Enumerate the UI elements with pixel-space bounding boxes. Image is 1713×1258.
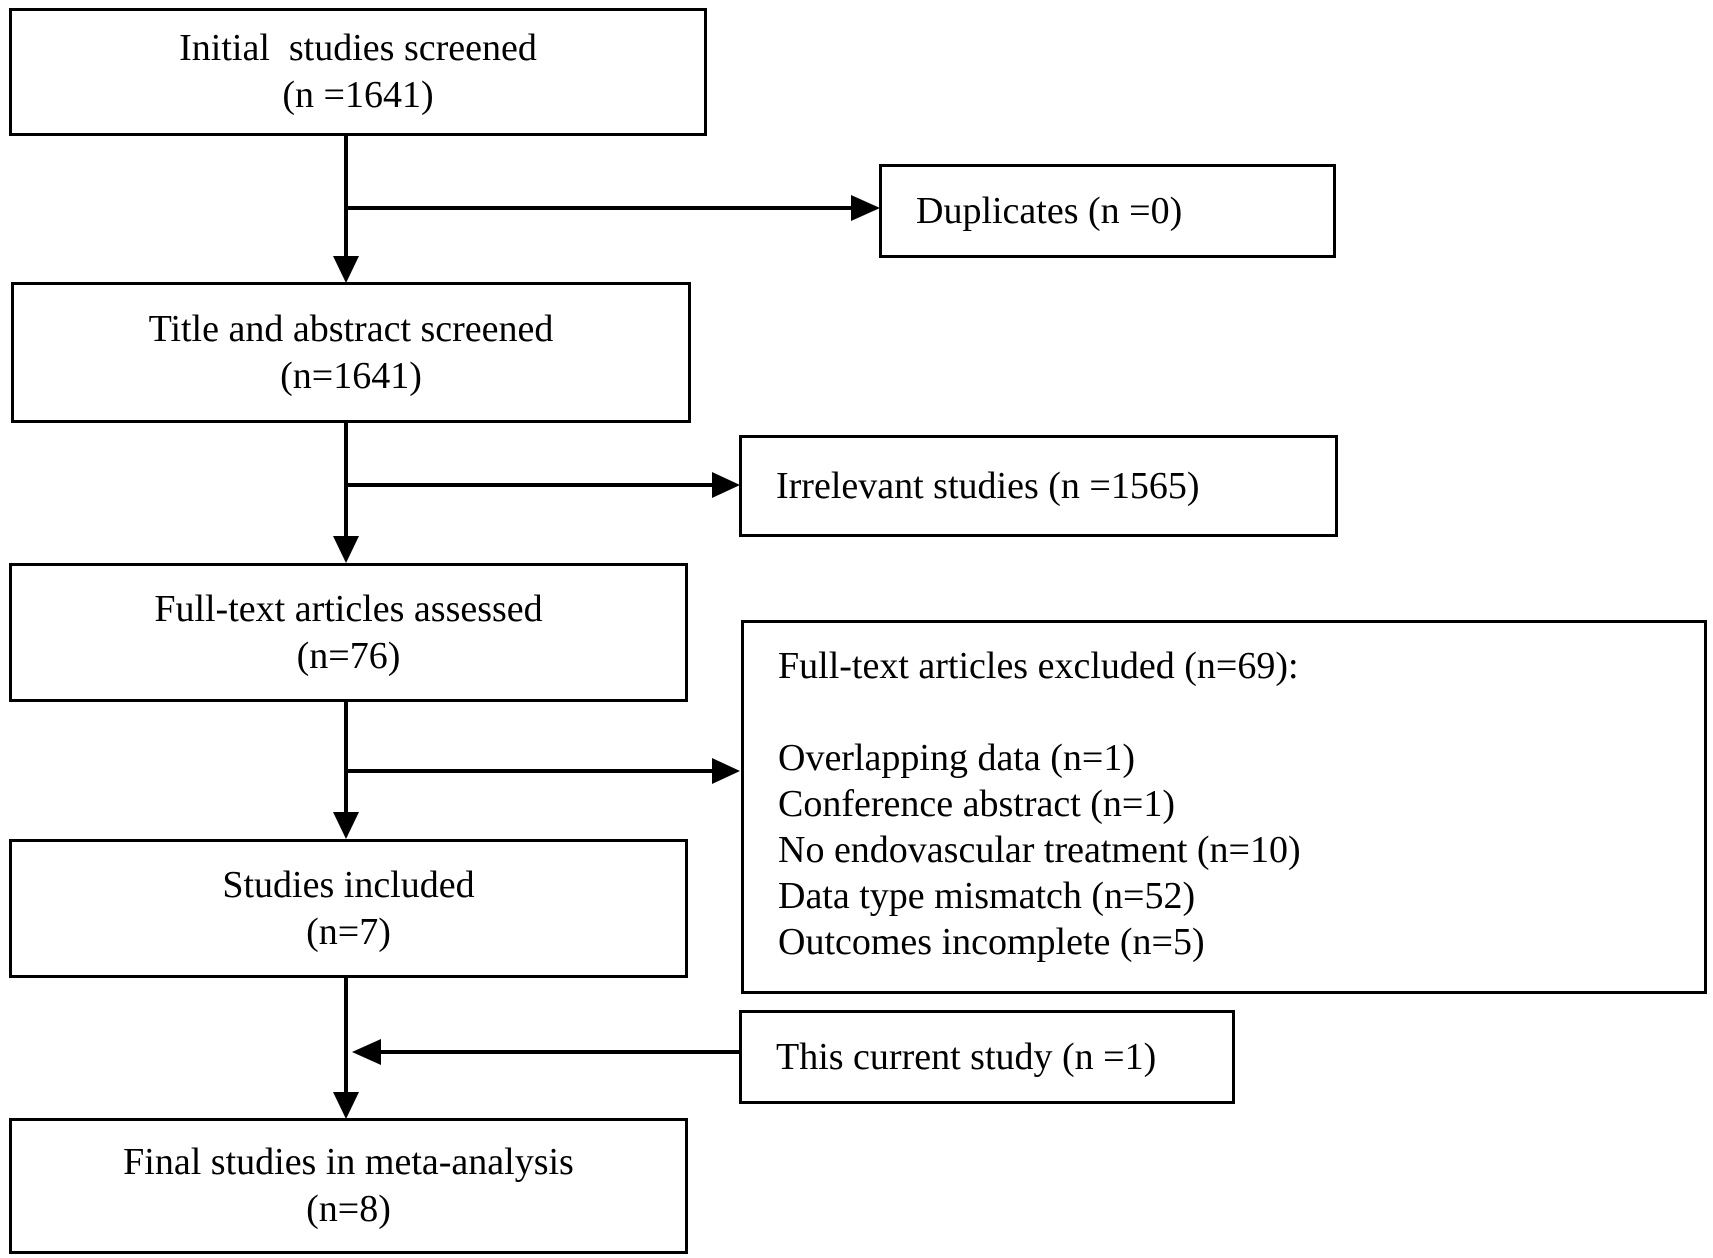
arrowhead-down-1 [333,256,359,283]
exclusion-reason: Outcomes incomplete (n=5) [778,921,1205,963]
irrelevant-studies-label: Irrelevant studies (n =1565) [776,464,1200,507]
current-study-box: This current study (n =1) [739,1010,1235,1104]
duplicates-box: Duplicates (n =0) [879,164,1336,258]
arrowhead-right-duplicates [851,195,880,221]
title-abstract-label: Title and abstract screened [148,307,554,350]
duplicates-label: Duplicates (n =0) [916,189,1183,232]
arrowhead-down-2 [333,536,359,563]
irrelevant-studies-box: Irrelevant studies (n =1565) [739,435,1338,537]
arrowhead-down-3 [333,812,359,839]
exclusion-reason: Data type mismatch (n=52) [778,875,1196,917]
arrowhead-left-current [352,1039,381,1065]
exclusion-reason: Conference abstract (n=1) [778,783,1176,825]
current-study-label: This current study (n =1) [776,1035,1157,1078]
title-abstract-box: Title and abstract screened (n=1641) [11,282,691,423]
studies-included-label: Studies included [222,863,475,906]
fulltext-assessed-label: Full-text articles assessed [154,587,543,630]
initial-studies-box: Initial studies screened (n =1641) [9,8,707,136]
initial-studies-count: (n =1641) [282,74,434,116]
initial-studies-label: Initial studies screened [179,27,537,69]
fulltext-assessed-count: (n=76) [296,634,401,677]
arrowhead-down-4 [333,1092,359,1119]
final-studies-box: Final studies in meta-analysis (n=8) [9,1118,688,1254]
exclusion-reason: No endovascular treatment (n=10) [778,829,1301,871]
fulltext-assessed-box: Full-text articles assessed (n=76) [9,563,688,702]
arrowhead-right-irrelevant [712,472,740,498]
exclusion-reason: Overlapping data (n=1) [778,737,1135,779]
title-abstract-count: (n=1641) [280,354,422,397]
studies-included-box: Studies included (n=7) [9,839,688,978]
final-studies-label: Final studies in meta-analysis [123,1141,574,1183]
fulltext-excluded-heading: Full-text articles excluded (n=69): [778,645,1299,687]
final-studies-count: (n=8) [306,1188,391,1230]
studies-included-count: (n=7) [306,910,391,953]
arrowhead-right-excluded [712,758,740,784]
fulltext-excluded-box: Full-text articles excluded (n=69): Over… [741,620,1707,994]
